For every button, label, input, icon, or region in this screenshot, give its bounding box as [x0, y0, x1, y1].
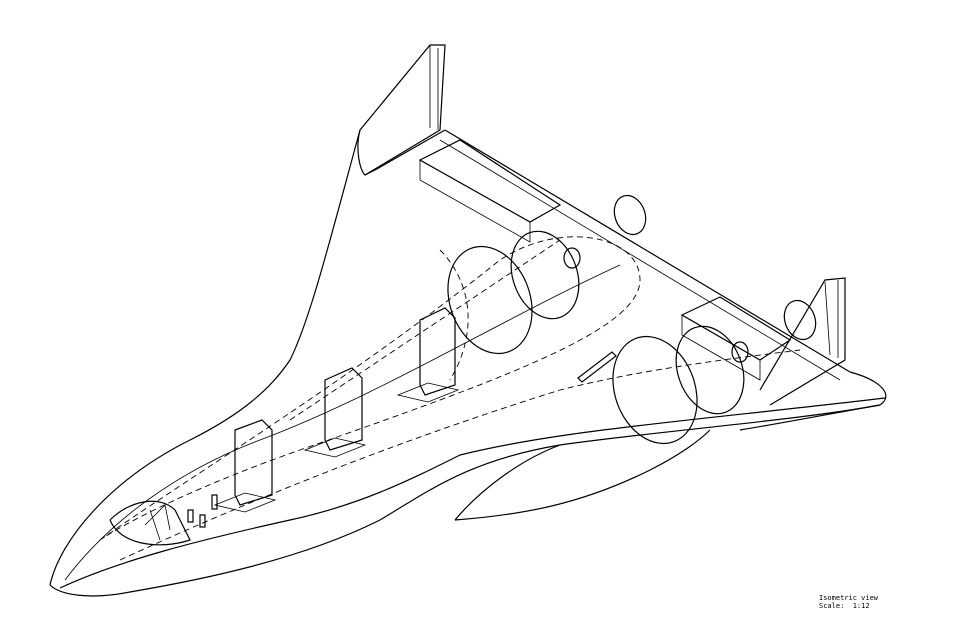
- hidden-lines: [99, 236, 801, 561]
- seats: [213, 307, 460, 513]
- right-tail-fin: [759, 277, 846, 406]
- left-tail-fin: [357, 44, 446, 176]
- ventral-fin: [454, 429, 711, 521]
- fuselage-outline: [49, 129, 886, 597]
- view-label: Isometric view: [819, 594, 879, 602]
- wing-trailing-edge: [418, 129, 851, 381]
- cockpit: [109, 351, 617, 546]
- right-wing-tip: [739, 371, 887, 431]
- engines: [447, 194, 817, 445]
- scale-label: Scale: 1:12: [819, 602, 870, 610]
